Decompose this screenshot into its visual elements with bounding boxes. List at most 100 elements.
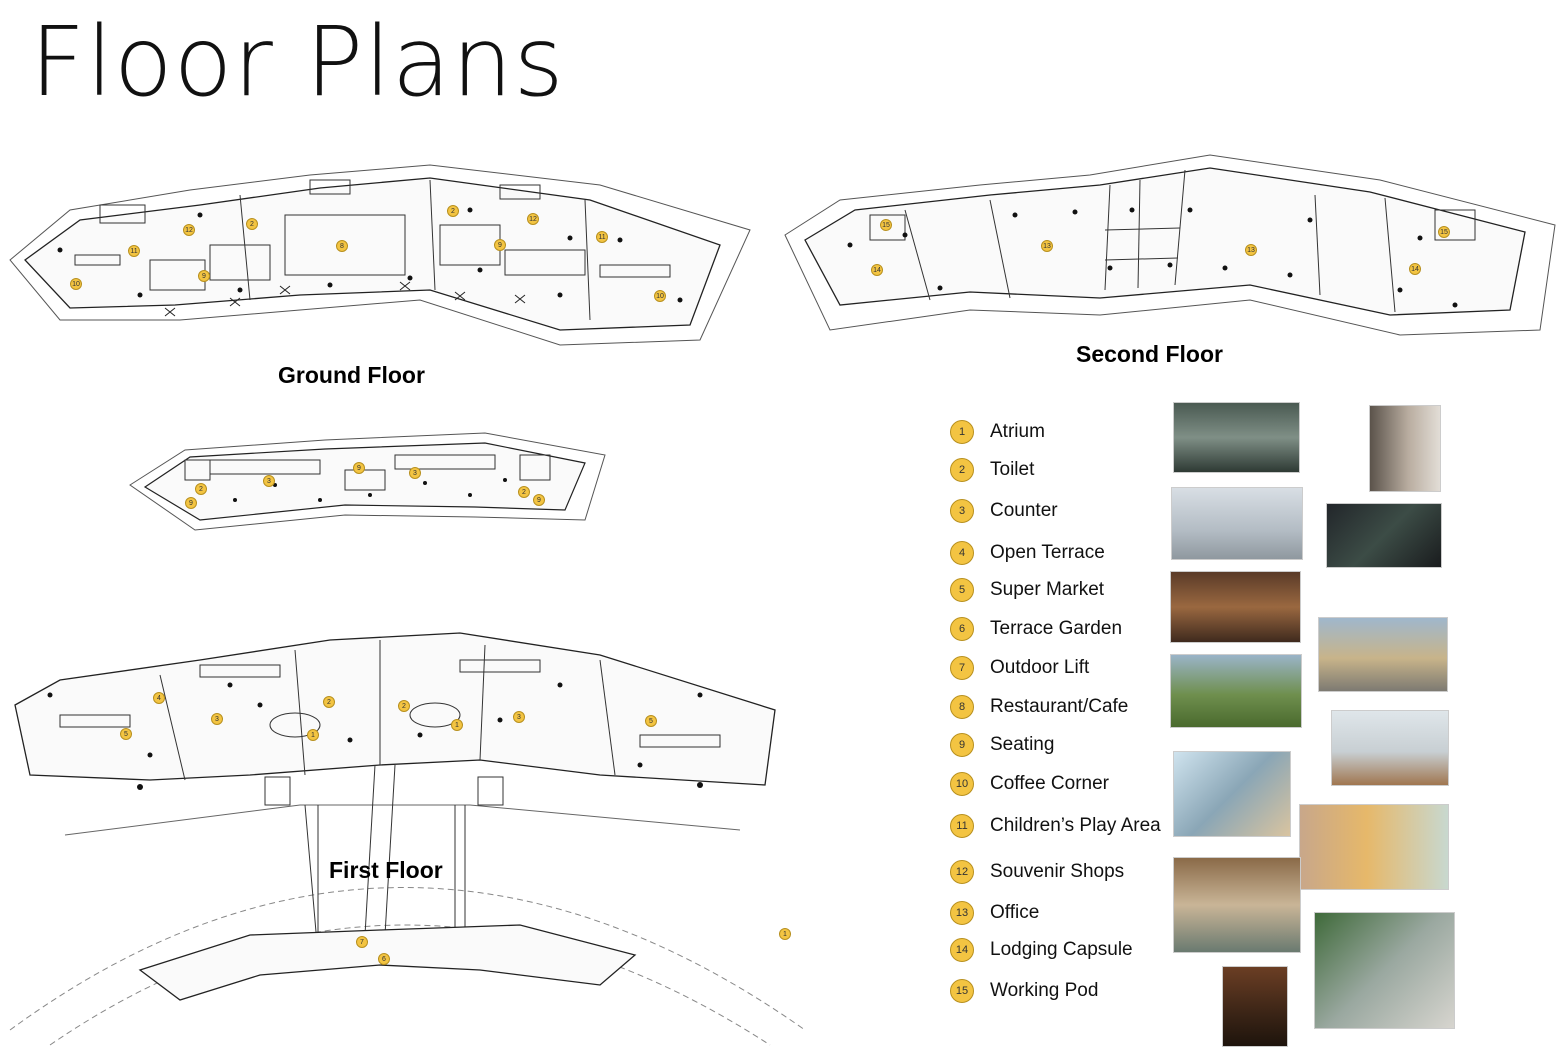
marker-2b: 2 bbox=[447, 205, 459, 217]
marker-m9b: 9 bbox=[185, 497, 197, 509]
marker-f2: 2 bbox=[323, 696, 335, 708]
photo-childrens-play-area bbox=[1299, 804, 1449, 890]
marker-f3b: 3 bbox=[513, 711, 525, 723]
legend-label: Atrium bbox=[990, 421, 1045, 442]
marker-11b: 11 bbox=[596, 231, 608, 243]
legend-item: 5 Super Market bbox=[950, 576, 1104, 604]
photo-toilet bbox=[1369, 405, 1441, 492]
legend-label: Outdoor Lift bbox=[990, 657, 1090, 678]
marker-15: 15 bbox=[880, 219, 892, 231]
marker-13: 13 bbox=[1041, 240, 1053, 252]
marker-9b: 9 bbox=[494, 239, 506, 251]
page-title: Floor Plans bbox=[30, 6, 565, 118]
photo-working-pod bbox=[1222, 966, 1288, 1047]
marker-f7: 7 bbox=[356, 936, 368, 948]
legend-label: Lodging Capsule bbox=[990, 939, 1133, 960]
legend-label: Toilet bbox=[990, 459, 1035, 480]
marker-m2: 2 bbox=[195, 483, 207, 495]
legend-label: Children’s Play Area bbox=[990, 815, 1161, 836]
marker-f4: 4 bbox=[153, 692, 165, 704]
marker-m9c: 9 bbox=[533, 494, 545, 506]
marker-12: 12 bbox=[183, 224, 195, 236]
marker-f3: 3 bbox=[211, 713, 223, 725]
first-floor-plan: 4 5 3 2 1 2 1 3 5 7 6 1 bbox=[0, 625, 810, 1050]
photo-terrace-garden bbox=[1170, 654, 1302, 728]
photo-outdoor-lift bbox=[1318, 617, 1448, 692]
photo-open-terrace bbox=[1326, 503, 1442, 568]
marker-10b: 10 bbox=[654, 290, 666, 302]
legend-item: 14 Lodging Capsule bbox=[950, 936, 1133, 964]
photo-counter bbox=[1171, 487, 1303, 560]
legend-label: Restaurant/Cafe bbox=[990, 696, 1129, 717]
photo-super-market bbox=[1170, 571, 1301, 643]
marker-f1c: 1 bbox=[779, 928, 791, 940]
legend-label: Coffee Corner bbox=[990, 773, 1109, 794]
photo-seating bbox=[1331, 710, 1449, 786]
legend-number-badge: 11 bbox=[950, 814, 974, 838]
legend-item: 15 Working Pod bbox=[950, 977, 1098, 1005]
first-floor-label: First Floor bbox=[329, 857, 443, 883]
marker-m3b: 3 bbox=[409, 467, 421, 479]
marker-11: 11 bbox=[128, 245, 140, 257]
marker-8: 8 bbox=[336, 240, 348, 252]
marker-m3: 3 bbox=[263, 475, 275, 487]
marker-f1: 1 bbox=[307, 729, 319, 741]
legend-item: 6 Terrace Garden bbox=[950, 615, 1122, 643]
legend-number-badge: 10 bbox=[950, 772, 974, 796]
legend-label: Seating bbox=[990, 734, 1055, 755]
legend-number-badge: 15 bbox=[950, 979, 974, 1003]
second-floor-plan: 15 14 13 13 15 14 bbox=[780, 140, 1560, 340]
legend-label: Working Pod bbox=[990, 980, 1099, 1001]
legend-item: 2 Toilet bbox=[950, 456, 1034, 484]
legend-number-badge: 9 bbox=[950, 733, 974, 757]
legend-item: 7 Outdoor Lift bbox=[950, 654, 1089, 682]
ground-floor-plan: 12 11 2 8 9 10 2 9 12 11 10 bbox=[0, 150, 760, 350]
legend-item: 9 Seating bbox=[950, 731, 1054, 759]
marker-f1b: 1 bbox=[451, 719, 463, 731]
legend-item: 10 Coffee Corner bbox=[950, 770, 1109, 798]
legend-item: 13 Office bbox=[950, 899, 1039, 927]
legend-number-badge: 3 bbox=[950, 499, 974, 523]
legend-number-badge: 8 bbox=[950, 695, 974, 719]
legend-number-badge: 2 bbox=[950, 458, 974, 482]
legend-label: Open Terrace bbox=[990, 542, 1105, 563]
legend-number-badge: 7 bbox=[950, 656, 974, 680]
legend-label: Super Market bbox=[990, 579, 1105, 600]
marker-m9: 9 bbox=[353, 462, 365, 474]
legend-number-badge: 14 bbox=[950, 938, 974, 962]
marker-14b: 14 bbox=[1409, 263, 1421, 275]
marker-13b: 13 bbox=[1245, 244, 1257, 256]
legend-label: Office bbox=[990, 902, 1040, 923]
second-floor-label: Second Floor bbox=[1076, 341, 1223, 367]
marker-12b: 12 bbox=[527, 213, 539, 225]
marker-14: 14 bbox=[871, 264, 883, 276]
ground-floor-label: Ground Floor bbox=[278, 362, 425, 388]
marker-f2b: 2 bbox=[398, 700, 410, 712]
marker-f5: 5 bbox=[120, 728, 132, 740]
marker-f6: 6 bbox=[378, 953, 390, 965]
marker-15b: 15 bbox=[1438, 226, 1450, 238]
photo-atrium bbox=[1173, 402, 1300, 473]
legend-number-badge: 12 bbox=[950, 860, 974, 884]
legend-label: Souvenir Shops bbox=[990, 861, 1125, 882]
marker-m2b: 2 bbox=[518, 486, 530, 498]
marker-9: 9 bbox=[198, 270, 210, 282]
photo-souvenir-shops bbox=[1173, 857, 1301, 953]
marker-f5b: 5 bbox=[645, 715, 657, 727]
legend-number-badge: 6 bbox=[950, 617, 974, 641]
legend-number-badge: 1 bbox=[950, 420, 974, 444]
legend-item: 3 Counter bbox=[950, 497, 1058, 525]
legend-item: 8 Restaurant/Cafe bbox=[950, 693, 1128, 721]
legend-number-badge: 13 bbox=[950, 901, 974, 925]
legend-number-badge: 5 bbox=[950, 578, 974, 602]
legend-label: Counter bbox=[990, 500, 1058, 521]
marker-10: 10 bbox=[70, 278, 82, 290]
legend-item: 1 Atrium bbox=[950, 418, 1045, 446]
mezzanine-plan: 2 3 9 3 9 2 9 bbox=[125, 425, 620, 540]
legend-item: 11 Children’s Play Area bbox=[950, 812, 1161, 840]
legend-label: Terrace Garden bbox=[990, 618, 1123, 639]
legend-item: 12 Souvenir Shops bbox=[950, 858, 1124, 886]
photo-office bbox=[1314, 912, 1455, 1029]
